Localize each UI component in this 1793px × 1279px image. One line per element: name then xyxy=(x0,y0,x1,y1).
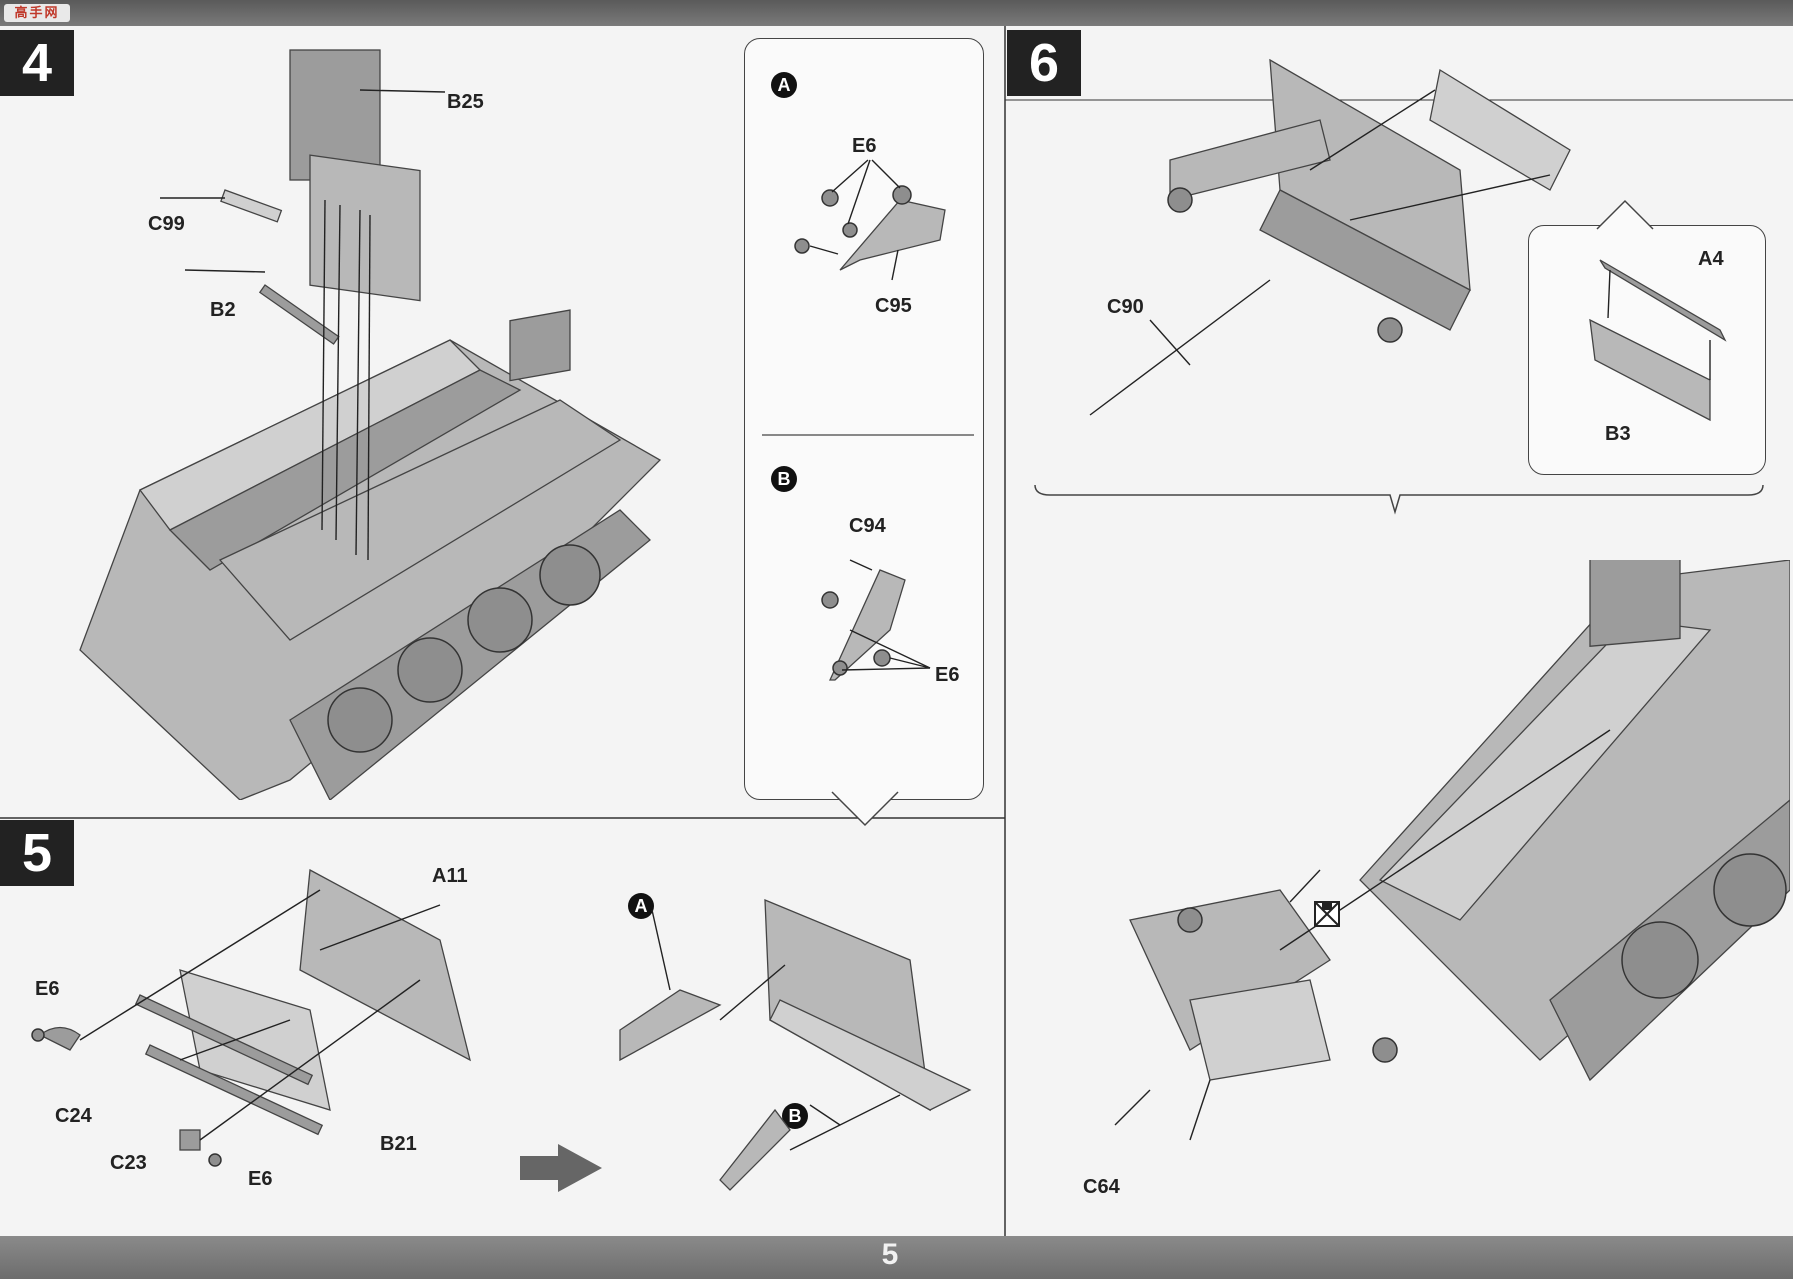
step-6-drawing xyxy=(1089,58,1571,416)
label-a4: A4 xyxy=(1698,248,1724,270)
step-6-number: 6 xyxy=(1007,30,1081,96)
label-c24: C24 xyxy=(55,1105,92,1127)
brace xyxy=(1034,484,1764,515)
detail-a4-b3-drawing xyxy=(1589,259,1727,422)
step-5-number: 5 xyxy=(0,820,74,886)
label-b25: B25 xyxy=(447,91,484,113)
label-c99: C99 xyxy=(148,213,185,235)
label-c90: C90 xyxy=(1107,296,1144,318)
label-e6-bottom: E6 xyxy=(248,1168,273,1190)
bottom-bar xyxy=(0,1236,1793,1279)
panel-divider xyxy=(762,434,974,436)
arrow-right-icon xyxy=(520,1144,602,1192)
panel-pointer xyxy=(831,791,899,827)
page-number: 5 xyxy=(881,1238,899,1271)
label-c23: C23 xyxy=(110,1152,147,1174)
label-c94: C94 xyxy=(849,515,886,537)
marker-a: A xyxy=(771,72,797,98)
step5-marker-a: A xyxy=(628,893,654,919)
step-5-drawing xyxy=(31,868,471,1167)
label-c64: C64 xyxy=(1083,1176,1120,1198)
step-4-drawing xyxy=(79,49,662,800)
label-c95: C95 xyxy=(875,295,912,317)
step-5-result-drawing xyxy=(619,899,972,1191)
subassembly-b-drawing xyxy=(821,559,931,681)
top-bar xyxy=(0,0,1793,26)
detail-panel-pointer xyxy=(1596,199,1654,230)
label-a11: A11 xyxy=(432,865,468,887)
label-b-e6: E6 xyxy=(935,664,960,686)
step-6-lower-drawing xyxy=(1114,560,1790,1141)
label-b21: B21 xyxy=(380,1133,417,1155)
label-a-e6: E6 xyxy=(852,135,877,157)
label-b2: B2 xyxy=(210,299,236,321)
step-4-number: 4 xyxy=(0,30,74,96)
label-e6-top: E6 xyxy=(35,978,60,1000)
subassembly-panel xyxy=(744,38,984,800)
watermark-logo: 高手网 xyxy=(4,4,70,22)
subassembly-a-drawing xyxy=(794,159,946,281)
label-b3: B3 xyxy=(1605,423,1631,445)
marker-b: B xyxy=(771,466,797,492)
glue-icon xyxy=(1314,901,1340,927)
